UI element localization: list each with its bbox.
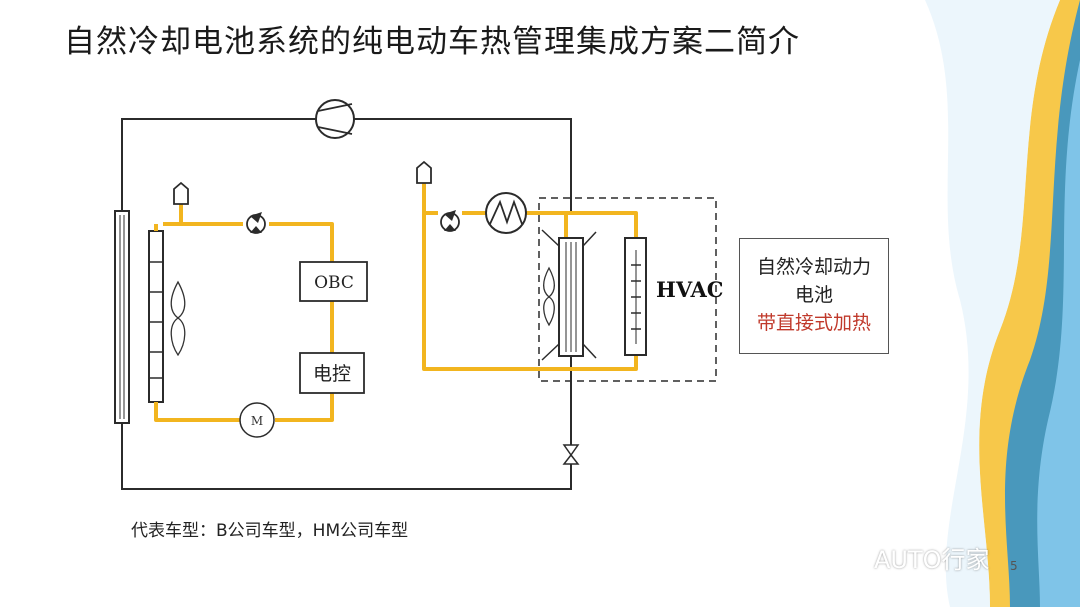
page-number: 5 bbox=[1010, 559, 1018, 573]
evaporator-icon bbox=[541, 229, 597, 361]
coolant-loop-battery bbox=[422, 183, 638, 371]
battery-note: 自然冷却动力 电池 带直接式加热 bbox=[739, 238, 889, 354]
pump-icon bbox=[246, 212, 266, 234]
pump-icon bbox=[440, 210, 460, 232]
note-line-2: 电池 bbox=[794, 284, 833, 306]
obc-label: OBC bbox=[314, 273, 354, 293]
fan-icon bbox=[170, 280, 186, 357]
coolant-loop-motor bbox=[154, 204, 334, 422]
thermal-diagram: OBC 电控 M bbox=[114, 99, 724, 490]
condenser-icon bbox=[114, 210, 130, 424]
heater-icon bbox=[485, 192, 527, 234]
obc-box bbox=[299, 261, 368, 302]
decor-wave-pale bbox=[925, 0, 1060, 607]
motor-icon bbox=[239, 402, 275, 438]
controller-box bbox=[299, 352, 365, 394]
refrigerant-loop bbox=[121, 118, 572, 490]
expansion-tank-icon bbox=[416, 160, 432, 184]
page-title: 自然冷却电池系统的纯电动车热管理集成方案二简介 bbox=[64, 24, 800, 60]
controller-label: 电控 bbox=[313, 363, 351, 385]
hvac-label: HVAC bbox=[656, 277, 724, 302]
caption: 代表车型：B公司车型，HM公司车型 bbox=[131, 521, 409, 541]
motor-label: M bbox=[251, 414, 263, 428]
hvac-fan-icon bbox=[543, 266, 555, 327]
expansion-tank-icon bbox=[173, 181, 189, 205]
watermark: AUTO行家 bbox=[874, 546, 990, 574]
heater-core-icon bbox=[624, 237, 647, 356]
radiator-icon bbox=[148, 230, 164, 403]
expansion-valve-icon bbox=[562, 444, 580, 465]
hvac-module bbox=[538, 197, 717, 382]
note-line-1: 自然冷却动力 bbox=[756, 256, 871, 278]
wechat-icon bbox=[836, 543, 871, 569]
decor-wave-light bbox=[1037, 60, 1080, 607]
note-line-3: 带直接式加热 bbox=[756, 312, 871, 334]
compressor-icon bbox=[315, 99, 355, 139]
